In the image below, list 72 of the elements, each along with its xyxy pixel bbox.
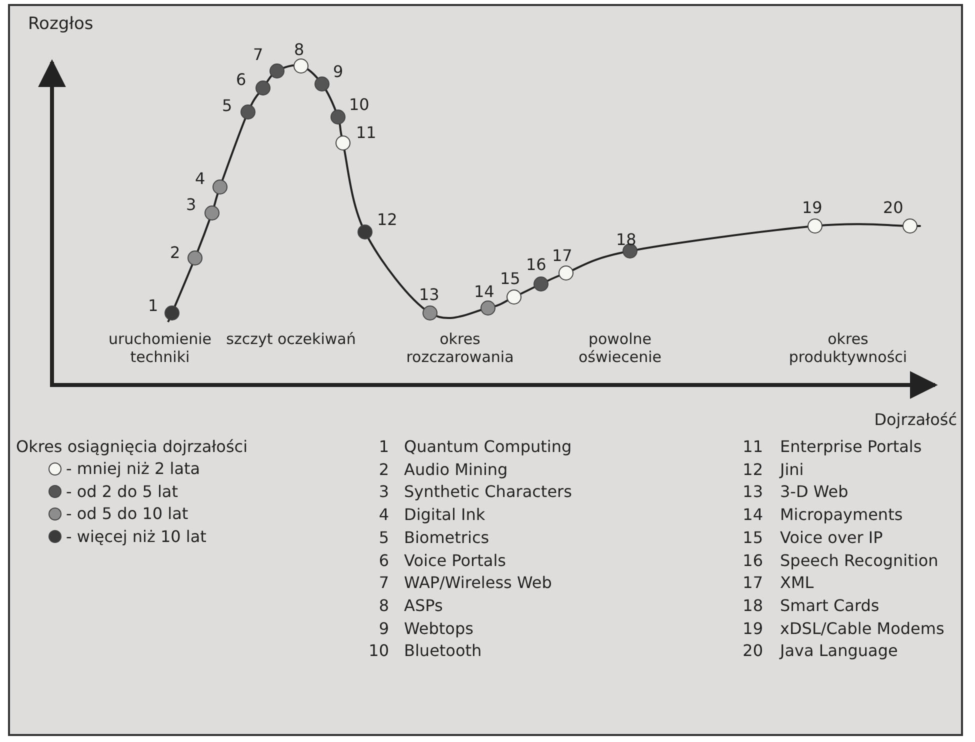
item-number: 18 [742, 596, 763, 616]
item-number: 20 [742, 641, 763, 660]
point-number: 1 [148, 296, 158, 316]
item-name: XML [780, 573, 814, 592]
legend-label: - mniej niż 2 lata [66, 459, 200, 478]
phase-label: okres produktywności [788, 330, 908, 366]
item-name: Enterprise Portals [780, 437, 922, 456]
item-name: Jini [780, 460, 804, 479]
item-number: 3 [378, 482, 389, 502]
item-number: 6 [378, 550, 389, 570]
item-number: 12 [742, 460, 763, 479]
point-number: 14 [474, 282, 494, 302]
item-number: 11 [742, 437, 763, 456]
point-number: 10 [349, 95, 370, 114]
point-number: 17 [552, 246, 572, 266]
item-number: 15 [742, 528, 763, 547]
point-number: 3 [186, 195, 196, 214]
item-number: 7 [378, 573, 389, 592]
point-number: 15 [500, 269, 520, 288]
point-number: 2 [170, 243, 180, 262]
item-number: 13 [742, 482, 763, 502]
phase-label: powolne oświecenie [577, 330, 663, 366]
item-number: 14 [742, 505, 763, 524]
axis-title: Dojrzałość [874, 410, 957, 430]
item-number: 17 [742, 573, 763, 592]
point-number: 4 [195, 169, 206, 188]
point-number: 18 [616, 230, 636, 250]
point-number: 20 [883, 198, 904, 218]
point-number: 6 [236, 70, 246, 90]
item-name: Java Language [780, 641, 898, 660]
legend-label: - od 5 do 10 lat [66, 504, 188, 524]
item-name: Smart Cards [780, 596, 880, 616]
item-name: Biometrics [404, 528, 490, 547]
legend-label: - od 2 do 5 lat [66, 482, 178, 501]
point-number: 7 [253, 45, 264, 64]
item-number: 16 [742, 550, 763, 570]
point-number: 13 [419, 285, 440, 304]
item-name: WAP/Wireless Web [404, 573, 552, 592]
item-name: Micropayments [780, 505, 903, 524]
item-number: 8 [378, 596, 389, 616]
point-number: 5 [222, 96, 232, 116]
item-name: Speech Recognition [780, 550, 938, 570]
item-number: 5 [378, 528, 389, 547]
legend-label: - więcej niż 10 lat [66, 526, 206, 546]
item-name: 3-D Web [780, 482, 848, 502]
phase-label: uruchomienie techniki [107, 330, 213, 366]
item-number: 4 [378, 505, 389, 524]
item-name: ASPs [404, 596, 443, 616]
item-name: Webtops [404, 618, 474, 638]
item-number: 9 [378, 618, 389, 638]
phase-label: okres rozczarowania [405, 330, 515, 366]
phase-label: szczyt oczekiwań [226, 330, 356, 348]
item-name: Voice Portals [404, 550, 506, 570]
point-number: 9 [333, 62, 344, 82]
point-number: 16 [526, 255, 546, 274]
item-number: 10 [368, 641, 389, 660]
item-name: Quantum Computing [404, 437, 572, 456]
axis-title: Rozgłos [28, 14, 94, 34]
item-name: Digital Ink [404, 505, 486, 524]
point-number: 11 [356, 123, 376, 142]
item-number: 19 [742, 618, 763, 638]
point-number: 8 [294, 40, 304, 60]
item-name: Bluetooth [404, 641, 482, 660]
point-number: 19 [802, 198, 822, 218]
item-name: xDSL/Cable Modems [780, 618, 944, 638]
point-number: 12 [377, 210, 398, 230]
item-number: 2 [378, 460, 389, 479]
item-name: Voice over IP [780, 528, 883, 547]
item-name: Audio Mining [404, 460, 508, 479]
legend-title: Okres osiągnięcia dojrzałości [16, 437, 248, 456]
item-number: 1 [378, 437, 389, 456]
item-name: Synthetic Characters [404, 482, 572, 502]
